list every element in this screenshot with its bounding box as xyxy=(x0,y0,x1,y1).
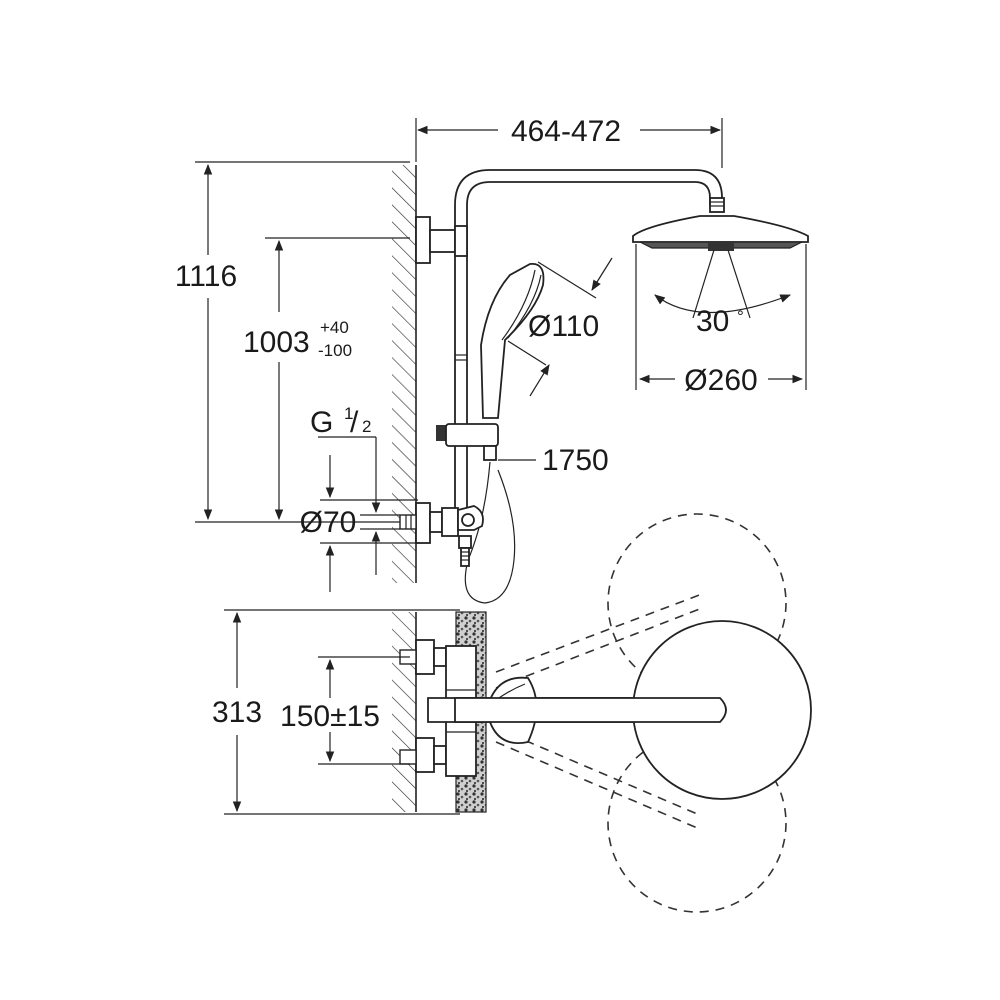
slider-holder xyxy=(436,423,536,461)
arm-reach-label: 464-472 xyxy=(511,115,621,148)
depth-dimension xyxy=(224,609,460,815)
shower-hose xyxy=(464,461,516,604)
hand-shower-diameter-label: Ø110 xyxy=(528,310,599,343)
inlet-centres-label: 150±15 xyxy=(280,700,380,733)
height-nominal-label: 1003 xyxy=(243,326,310,359)
rose-dimension xyxy=(320,455,418,592)
height-tol-minus-label: -100 xyxy=(318,341,352,360)
upper-wall-bracket xyxy=(415,216,468,264)
hand-shower xyxy=(480,257,613,419)
height-dimensions xyxy=(195,161,410,523)
overall-height-label: 1116 xyxy=(175,260,237,293)
reach-dimension xyxy=(415,118,723,168)
thread-denominator-label: 2 xyxy=(362,417,371,436)
thread-slash: / xyxy=(350,406,359,439)
wall-connection-elbow xyxy=(399,502,484,567)
head-diameter-label: Ø260 xyxy=(684,364,757,397)
head-angle-unit-label: ° xyxy=(737,307,744,326)
arm-top xyxy=(427,620,812,800)
centres-dimension xyxy=(318,656,410,765)
thread-g-label: G xyxy=(310,406,333,439)
thread-numerator-label: 1 xyxy=(344,404,353,423)
top-view xyxy=(224,513,812,913)
top-depth-label: 313 xyxy=(212,696,262,729)
height-tol-plus-label: +40 xyxy=(320,318,349,337)
head-shower xyxy=(632,197,809,390)
side-view xyxy=(195,118,809,604)
hose-length-label: 1750 xyxy=(542,444,609,477)
head-angle-label: 30 xyxy=(696,305,729,338)
rose-diameter-label: Ø70 xyxy=(300,506,357,539)
